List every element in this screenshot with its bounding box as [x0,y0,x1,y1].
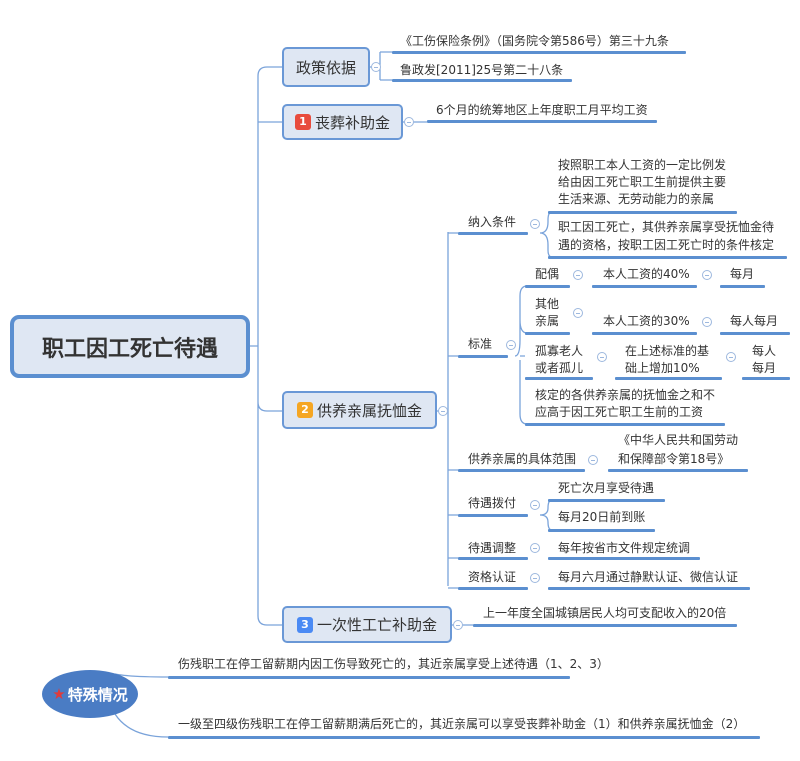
underline [427,120,657,123]
leaf-text: 每月六月通过静默认证、微信认证 [558,570,739,584]
underline [458,557,528,560]
underline [458,232,528,235]
collapse-icon[interactable] [702,270,712,280]
underline [720,332,790,335]
underline [608,469,748,472]
branch-standard[interactable]: 标准 [468,337,493,351]
leaf-text: 应高于因工死亡职工生前的工资 [535,405,704,419]
node-label: 政策依据 [295,58,356,77]
priority-3-icon: 3 [296,616,313,633]
underline [548,587,750,590]
standard-who: 孤寡老人 [535,344,584,358]
standard-amount: 本人工资的30% [603,314,690,328]
underline [392,51,686,54]
underline [458,469,585,472]
underline [525,332,570,335]
node-label: 特殊情况 [67,685,128,704]
standard-who: 亲属 [535,314,560,328]
branch-adjust[interactable]: 待遇调整 [468,541,517,555]
branch-conditions[interactable]: 纳入条件 [468,215,517,229]
leaf-text: 死亡次月享受待遇 [558,481,655,495]
underline [458,514,528,517]
leaf-text: 核定的各供养亲属的抚恤金之和不 [535,388,716,402]
underline [592,332,697,335]
collapse-icon[interactable] [530,219,540,229]
standard-who: 或者孤儿 [535,361,584,375]
underline [525,423,725,426]
root-title: 职工因工死亡待遇 [41,336,218,362]
standard-amount: 础上增加10% [625,361,700,375]
collapse-icon[interactable] [506,340,516,350]
leaf-text: 生活来源、无劳动能力的亲属 [558,192,715,206]
leaf-policy-1: 《工伤保险条例》（国务院令第586号）第三十九条 [400,34,669,48]
collapse-icon[interactable] [404,117,414,127]
underline [720,285,765,288]
branch-payment[interactable]: 待遇拨付 [468,496,517,510]
node-label: 供养亲属抚恤金 [316,401,422,420]
leaf-funeral: 6个月的统筹地区上年度职工月平均工资 [436,103,648,117]
leaf-policy-2: 鲁政发[2011]25号第二十八条 [400,63,564,77]
leaf-special-1: 伤残职工在停工留薪期内因工伤导致死亡的，其近亲属享受上述待遇（1、2、3） [178,657,609,671]
underline [458,587,528,590]
underline [615,377,722,380]
branch-certify[interactable]: 资格认证 [468,570,517,584]
leaf-text: 按照职工本人工资的一定比例发 [558,158,727,172]
standard-amount: 在上述标准的基 [625,344,710,358]
standard-frequency: 每月 [730,267,755,281]
underline [742,377,790,380]
branch-scope[interactable]: 供养亲属的具体范围 [468,452,577,466]
star-icon: ★ [52,685,66,703]
standard-amount: 本人工资的40% [603,267,690,281]
underline [548,529,655,532]
standard-frequency: 每人每月 [730,314,779,328]
underline [458,355,508,358]
leaf-lump: 上一年度全国城镇居民人均可支配收入的20倍 [483,606,727,620]
leaf-text: 和保障部令第18号》 [618,452,730,466]
leaf-text: 遇的资格，按职工因工死亡时的条件核定 [558,238,775,252]
leaf-text: 每月20日前到账 [558,510,646,524]
standard-who: 配偶 [535,267,560,281]
underline [548,557,700,560]
root-node[interactable]: 职工因工死亡待遇 [10,315,250,378]
collapse-icon[interactable] [573,308,583,318]
underline [525,285,570,288]
node-label: 一次性工亡补助金 [316,616,437,634]
underline [473,624,737,627]
collapse-icon[interactable] [530,500,540,510]
leaf-text: 每年按省市文件规定统调 [558,541,691,555]
collapse-icon[interactable] [597,352,607,362]
underline [168,676,570,679]
collapse-icon[interactable] [573,270,583,280]
underline [548,499,665,502]
collapse-icon[interactable] [530,573,540,583]
underline [525,377,593,380]
node-policy-basis[interactable]: 政策依据 [282,47,370,87]
collapse-icon[interactable] [371,62,381,72]
node-special-cases[interactable]: ★特殊情况 [42,670,138,718]
leaf-text: 给由因工死亡职工生前提供主要 [558,175,727,189]
leaf-text: 职工因工死亡，其供养亲属享受抚恤金待 [558,220,775,234]
collapse-icon[interactable] [702,317,712,327]
collapse-icon[interactable] [530,543,540,553]
underline [168,736,760,739]
collapse-icon[interactable] [588,455,598,465]
standard-frequency: 每人 [752,344,777,358]
underline [592,285,697,288]
collapse-icon[interactable] [438,406,448,416]
standard-frequency: 每月 [752,361,777,375]
priority-2-icon: 2 [296,402,313,418]
underline [548,256,787,259]
priority-1-icon: 1 [294,114,311,130]
underline [548,211,737,214]
collapse-icon[interactable] [726,352,736,362]
underline [392,79,572,82]
standard-who: 其他 [535,297,560,311]
leaf-text: 《中华人民共和国劳动 [618,433,739,447]
collapse-icon[interactable] [453,620,463,630]
leaf-special-2: 一级至四级伤残职工在停工留薪期满后死亡的，其近亲属可以享受丧葬补助金（1）和供养… [178,717,746,731]
node-label: 丧葬补助金 [314,113,390,132]
